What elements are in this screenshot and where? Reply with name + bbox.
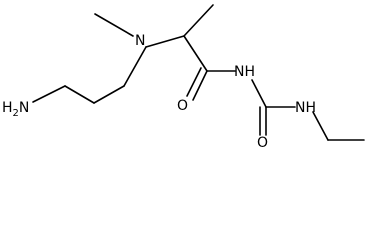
- atom-label-amine: H2N: [2, 100, 29, 119]
- bond-calpha-methyl: [183, 4, 214, 37]
- bond-carbonyl-o-2: [186, 67, 202, 97]
- bond-nh-urea-c: [251, 79, 267, 108]
- atom-label-urea-o: O: [257, 135, 268, 150]
- atom-labels: H2N N NH O O NH: [2, 33, 316, 150]
- bonds: [32, 4, 365, 141]
- atom-label-urea-nh: NH: [295, 100, 316, 116]
- amine-n: N: [19, 100, 29, 116]
- amine-h: H: [2, 100, 13, 116]
- molecule-structure: H2N N NH O O NH: [2, 4, 365, 150]
- bond-c1-c2: [32, 85, 66, 103]
- bond-n-methyl: [94, 13, 134, 37]
- bond-n-calpha: [145, 35, 185, 48]
- amine-subscript: 2: [13, 108, 19, 119]
- bond-c4-n: [123, 46, 147, 87]
- bond-c3-c4: [93, 85, 125, 104]
- bond-c2-c3: [64, 85, 95, 104]
- bond-nh-ethyl: [312, 111, 329, 141]
- atom-label-amide-o: O: [177, 98, 188, 114]
- bond-carbonyl-o-1: [192, 70, 208, 101]
- atom-label-amide-nh: NH: [234, 64, 255, 80]
- bond-calpha-carbonyl: [183, 35, 208, 72]
- atom-label-n-methyl: N: [135, 33, 145, 49]
